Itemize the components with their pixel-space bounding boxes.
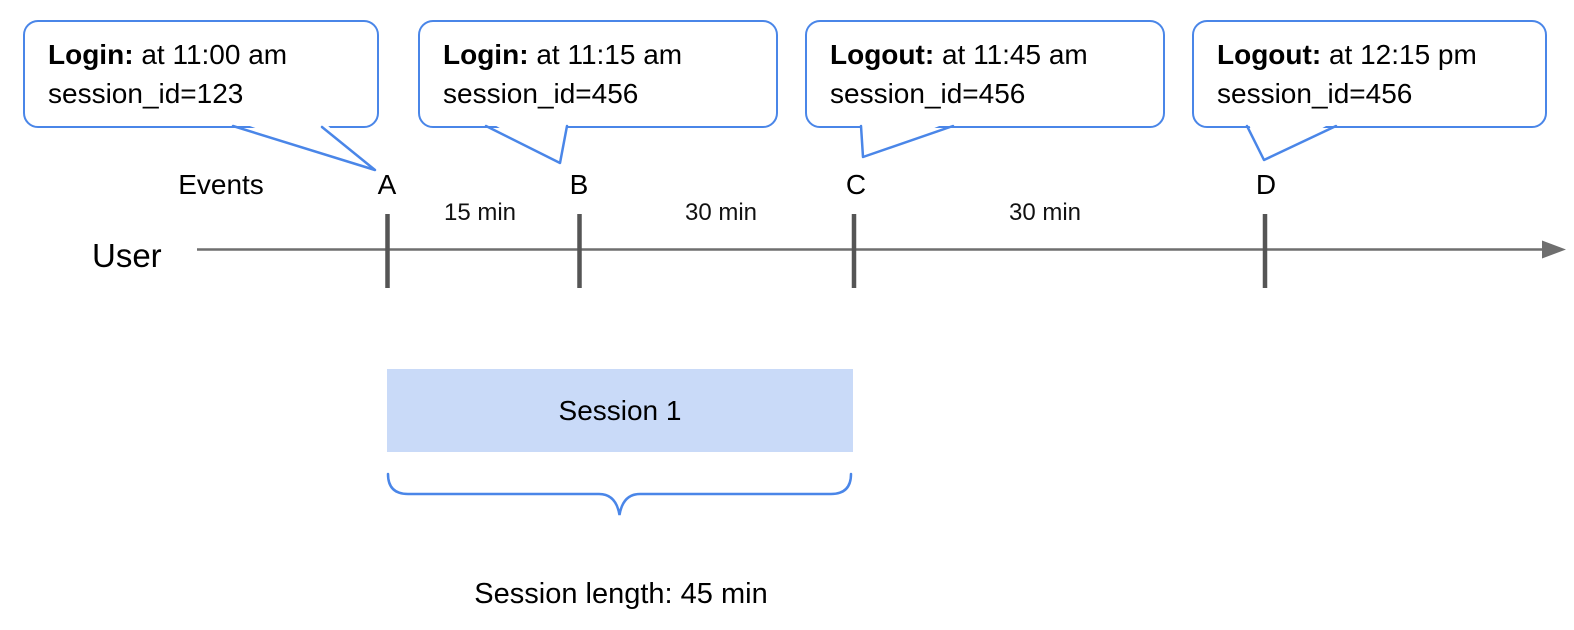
callout-logout-event-d: Logout: at 12:15 pm session_id=456 [1192, 20, 1547, 128]
event-time: at 11:15 am [536, 39, 683, 70]
event-type-label: Login: [48, 39, 134, 70]
callout-line-1: Logout: at 11:45 am [830, 35, 1155, 74]
session-id-text: session_id=456 [830, 78, 1026, 109]
event-time: at 12:15 pm [1328, 39, 1477, 70]
interval-label-b-c: 30 min [684, 199, 758, 226]
session-1-block: Session 1 [387, 369, 853, 452]
callout-line-1: Login: at 11:15 am [443, 35, 768, 74]
timeline-arrowhead [1542, 240, 1566, 259]
callout-logout-event-c: Logout: at 11:45 am session_id=456 [805, 20, 1165, 128]
event-type-label: Login: [443, 39, 529, 70]
session-brace [386, 472, 853, 516]
event-time: at 11:00 am [141, 39, 288, 70]
callout-login-event-a: Login: at 11:00 am session_id=123 [23, 20, 379, 128]
event-type-label: Logout: [830, 39, 935, 70]
interval-label-a-b: 15 min [443, 199, 517, 226]
session-id-text: session_id=456 [1217, 78, 1413, 109]
session-length-label: Session length: 45 min [474, 578, 768, 610]
event-time: at 11:45 am [941, 39, 1088, 70]
event-marker-a: A [377, 169, 397, 200]
event-type-label: Logout: [1217, 39, 1322, 70]
events-axis-label: Events [178, 169, 264, 200]
callout-line-1: Login: at 11:00 am [48, 35, 369, 74]
event-marker-b: B [569, 169, 589, 200]
event-marker-c: C [845, 169, 867, 200]
session-1-label: Session 1 [558, 394, 682, 426]
interval-label-c-d: 30 min [1008, 199, 1082, 226]
session-id-text: session_id=123 [48, 78, 244, 109]
callout-line-1: Logout: at 12:15 pm [1217, 35, 1537, 74]
event-marker-d: D [1255, 169, 1277, 200]
user-row-label: User [92, 237, 162, 274]
session-id-text: session_id=456 [443, 78, 639, 109]
callout-login-event-b: Login: at 11:15 am session_id=456 [418, 20, 778, 128]
